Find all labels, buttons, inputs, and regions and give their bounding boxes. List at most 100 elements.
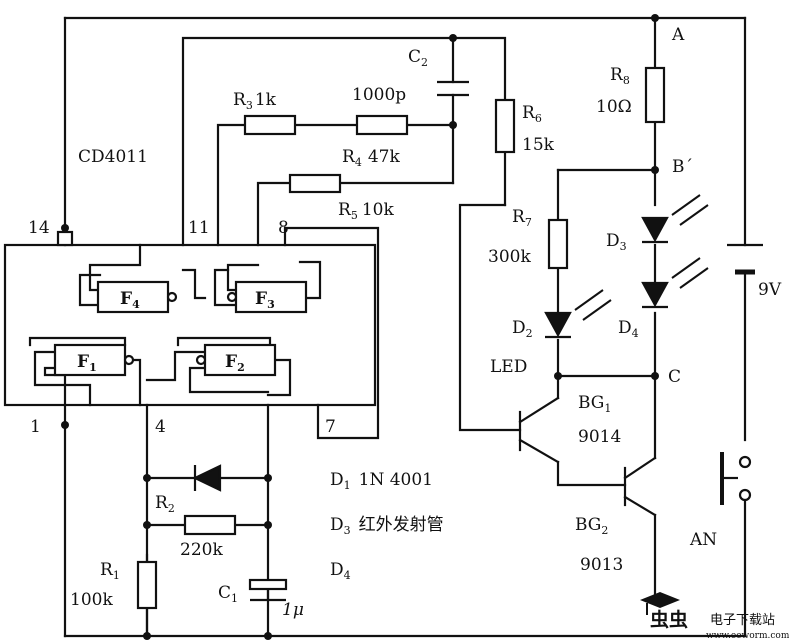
gate-f1-bubble — [123, 354, 135, 366]
junction-dot — [264, 474, 272, 482]
battery-label: 9V — [758, 280, 782, 300]
r1-body — [136, 560, 158, 610]
r3-body — [243, 114, 297, 136]
watermark-logo: 虫虫 — [650, 608, 688, 631]
gate-f2-body — [203, 343, 277, 377]
watermark-text: 电子下载站 — [710, 613, 775, 628]
r8-body — [644, 66, 666, 124]
ic-pin-1-label: 1 — [30, 417, 41, 437]
gate-f1-label: F1 — [77, 352, 97, 374]
junction-dot — [651, 14, 659, 22]
d4-label: D4 — [618, 318, 639, 340]
ic-pin-14-label: 14 — [28, 218, 50, 238]
gate-f3-body — [234, 280, 308, 314]
node-a-label: A — [671, 25, 685, 45]
gate-f3: F3 — [226, 280, 308, 314]
wires — [3, 16, 747, 638]
r2-value: 220k — [180, 540, 223, 560]
d1-symbol — [192, 464, 222, 492]
watermark: 虫虫 电子下载站 www.eeworm.com — [640, 592, 789, 641]
d3-symbol — [641, 216, 669, 243]
pin-marker — [56, 230, 74, 247]
c2-value: 1000p — [352, 85, 406, 105]
ic-pin-8-label: 8 — [278, 218, 289, 238]
switch-contact — [738, 455, 752, 469]
r2-body — [183, 514, 237, 536]
r8-label: R8 — [610, 65, 630, 87]
bg2-model: 9013 — [580, 555, 623, 575]
c2-label: C2 — [408, 47, 428, 69]
watermark-url: www.eeworm.com — [706, 631, 789, 641]
r8-value: 10Ω — [596, 97, 632, 117]
d2-symbol — [544, 311, 572, 338]
junction-dot — [61, 421, 69, 429]
bg2-label: BG2 — [575, 515, 608, 537]
junction-dot — [264, 632, 272, 640]
node-c-label: C — [668, 367, 681, 387]
d4-emission-arrow — [671, 257, 701, 279]
gate-f4: F4 — [96, 280, 178, 314]
junction-dot — [554, 372, 562, 380]
gate-f2-label: F2 — [225, 352, 245, 374]
bg1-label: BG1 — [578, 393, 611, 415]
r2-label: R2 — [155, 493, 175, 515]
junction-dot — [651, 166, 659, 174]
d2-emission-arrow — [574, 289, 604, 311]
gate-f3-label: F3 — [255, 289, 275, 311]
ic-pin-7-label: 7 — [325, 417, 336, 437]
d3-label: D3 — [606, 231, 627, 253]
bg1-model: 9014 — [578, 427, 621, 447]
legend-d4: D4 — [330, 560, 351, 582]
ic-pin-4-label: 4 — [155, 417, 166, 437]
watermark-cap-icon — [640, 592, 680, 608]
switch-contact — [738, 488, 752, 502]
c1-label: C1 — [218, 583, 238, 605]
gate-f3-bubble — [226, 291, 238, 303]
r4-body — [355, 114, 409, 136]
r1-label: R1 — [100, 560, 120, 582]
junction-dot — [449, 121, 457, 129]
r6-label: R6 — [522, 103, 542, 125]
switch-label: AN — [689, 530, 717, 550]
gate-f1-body — [53, 343, 127, 377]
gate-f4-bubble — [166, 291, 178, 303]
d2-type-label: LED — [490, 357, 527, 377]
r5-body — [288, 173, 342, 194]
d2-emission-arrow — [582, 299, 612, 321]
gate-f4-label: F4 — [120, 289, 140, 311]
gate-f2: F2 — [195, 343, 277, 377]
c1-plate — [248, 578, 288, 591]
junction-dots — [61, 14, 659, 640]
gate-f1: F1 — [53, 343, 135, 377]
ic-name-label: CD4011 — [78, 147, 148, 167]
gate-f4-body — [96, 280, 170, 314]
node-b-label: B´ — [672, 157, 693, 177]
r7-label: R7 — [512, 207, 532, 229]
components — [56, 66, 763, 610]
c1-value: 1μ — [282, 600, 304, 620]
r6-body — [494, 98, 516, 154]
ic-pin-11-label: 11 — [188, 218, 210, 238]
junction-dot — [143, 632, 151, 640]
junction-dot — [449, 34, 457, 42]
nand-gates: F4 F3 F1 F2 — [53, 280, 308, 377]
r6-value: 15k — [522, 135, 555, 155]
d3-emission-arrow — [679, 204, 709, 226]
gate-f2-bubble — [195, 354, 207, 366]
junction-dot — [264, 521, 272, 529]
r1-value: 100k — [70, 590, 113, 610]
junction-dot — [143, 474, 151, 482]
emission-arrows — [574, 194, 709, 321]
junction-dot — [143, 521, 151, 529]
r7-body — [547, 218, 569, 270]
r7-value: 300k — [488, 247, 531, 267]
d3-emission-arrow — [671, 194, 701, 216]
junction-dot — [651, 372, 659, 380]
